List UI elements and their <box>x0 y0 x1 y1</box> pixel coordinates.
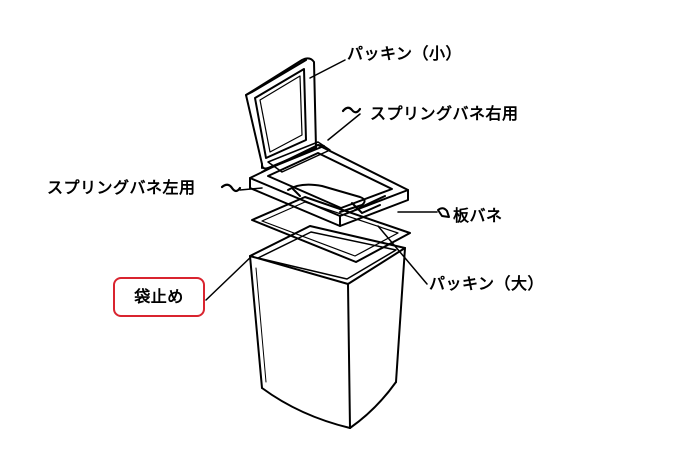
small-lid <box>245 57 331 173</box>
label-packing-small: パッキン（小） <box>347 44 463 63</box>
label-bag-stopper-highlight: 袋止め <box>113 277 205 317</box>
label-bag-stopper: 袋止め <box>134 287 184 306</box>
spring-left-icon <box>220 183 242 193</box>
leader-lines <box>205 59 438 301</box>
label-spring-left: スプリングバネ左用 <box>47 178 196 197</box>
leaf-spring-icon <box>437 207 450 218</box>
lid-frame <box>249 144 409 227</box>
bucket-body <box>249 225 406 429</box>
gasket-large <box>251 196 411 263</box>
spring-right-icon <box>341 106 362 114</box>
label-packing-large: パッキン（大） <box>429 274 545 293</box>
label-leaf-spring: 板バネ <box>453 206 503 225</box>
label-spring-right: スプリングバネ右用 <box>370 104 519 123</box>
